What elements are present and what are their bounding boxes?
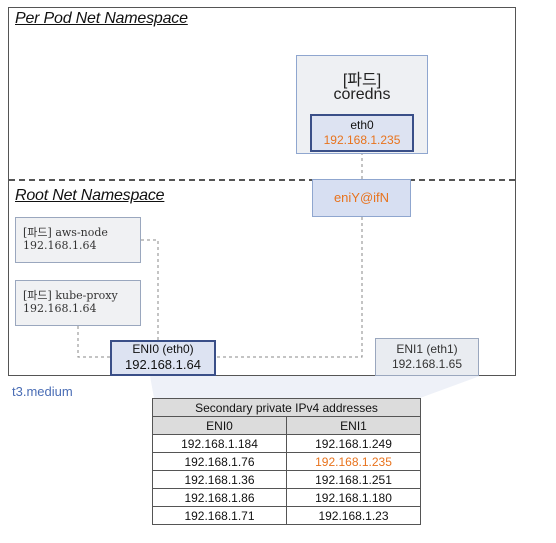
coredns-pod-title: [파드] [342, 72, 382, 89]
table-callout [150, 376, 480, 398]
table-cell: 192.168.1.36 [152, 470, 287, 489]
eni0-box [110, 340, 216, 376]
table-cell: 192.168.1.76 [152, 452, 287, 471]
kube-proxy-pod-name: [파드] kube-proxy [23, 289, 118, 302]
eni0-label: ENI0 (eth0) [132, 342, 194, 356]
veth-label: eniY@ifN [333, 190, 390, 205]
namespace-separator [9, 179, 515, 181]
table-row: 192.168.1.184 192.168.1.249 [152, 434, 421, 453]
column-header-eni1: ENI1 [286, 416, 421, 435]
eni1-ip: 192.168.1.65 [391, 357, 463, 371]
secondary-ip-table: Secondary private IPv4 addresses ENI0 EN… [152, 398, 421, 525]
table-header-row: ENI0 ENI1 [152, 416, 421, 435]
table-cell: 192.168.1.249 [286, 434, 421, 453]
aws-node-pod-ip: 192.168.1.64 [23, 239, 97, 252]
aws-node-pod-box [15, 217, 141, 263]
eni0-ip: 192.168.1.64 [125, 357, 201, 372]
table-row: 192.168.1.36 192.168.1.251 [152, 470, 421, 489]
eni1-box [375, 338, 479, 376]
kube-proxy-pod-ip: 192.168.1.64 [23, 302, 97, 315]
table-cell: 192.168.1.71 [152, 506, 287, 525]
table-cell: 192.168.1.86 [152, 488, 287, 507]
kubeproxy-eni0-link [77, 326, 110, 358]
eth0-label: eth0 [350, 118, 374, 132]
instance-type-label: t3.medium [12, 384, 73, 399]
column-header-eni0: ENI0 [152, 416, 287, 435]
table-row: 192.168.1.76 192.168.1.235 [152, 452, 421, 471]
table-caption-row: Secondary private IPv4 addresses [152, 398, 421, 417]
table-cell: 192.168.1.251 [286, 470, 421, 489]
aws-node-pod-name: [파드] aws-node [23, 226, 108, 239]
eni1-label: ENI1 (eth1) [396, 342, 458, 356]
table-cell: 192.168.1.180 [286, 488, 421, 507]
coredns-pod-name: coredns [333, 86, 391, 103]
table-caption: Secondary private IPv4 addresses [152, 398, 421, 417]
table-cell-highlighted: 192.168.1.235 [286, 452, 421, 471]
table-cell: 192.168.1.23 [286, 506, 421, 525]
veth-eni0-link [216, 217, 363, 358]
table-cell: 192.168.1.184 [152, 434, 287, 453]
root-namespace-label: Root Net Namespace [15, 187, 165, 204]
pod-namespace-label: Per Pod Net Namespace [15, 10, 188, 27]
table-row: 192.168.1.86 192.168.1.180 [152, 488, 421, 507]
eth0-interface-box [310, 114, 414, 152]
veth-box [312, 179, 411, 217]
table-row: 192.168.1.71 192.168.1.23 [152, 506, 421, 525]
kube-proxy-pod-box [15, 280, 141, 326]
node-frame [8, 7, 516, 376]
eth0-ip: 192.168.1.235 [323, 133, 401, 147]
